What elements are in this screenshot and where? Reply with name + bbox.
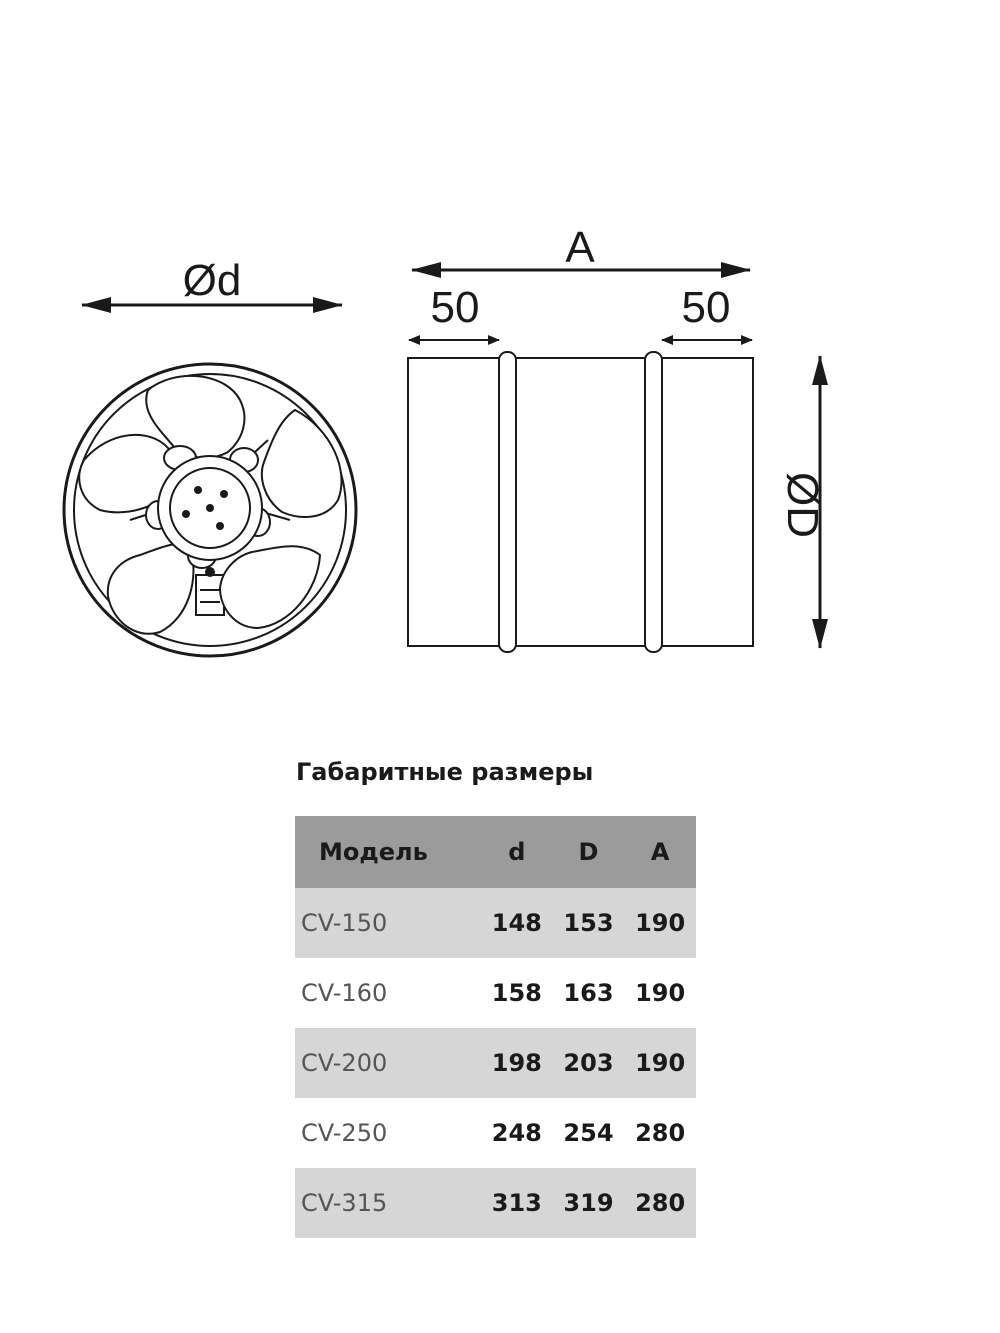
front-diameter-label: Ød bbox=[183, 256, 242, 305]
table-row: CV-250 248 254 280 bbox=[295, 1098, 696, 1168]
duct-diameter-label: ØD bbox=[778, 472, 827, 538]
fan-blade-top bbox=[145, 374, 246, 459]
header-D: D bbox=[552, 816, 625, 888]
duct-band-left bbox=[498, 351, 517, 653]
cell-d: 248 bbox=[491, 1119, 542, 1147]
table-row: CV-160 158 163 190 bbox=[295, 958, 696, 1028]
duct-body bbox=[407, 351, 754, 653]
cell-D: 153 bbox=[552, 888, 625, 958]
table-header-row: Модель d D A bbox=[295, 816, 696, 888]
cell-d: 158 bbox=[491, 979, 542, 1007]
cell-A: 190 bbox=[624, 888, 696, 958]
dimensions-table: Модель d D A CV-150 148 153 190 CV-160 1… bbox=[295, 816, 696, 1238]
cell-A: 190 bbox=[635, 979, 686, 1007]
hub-bolts bbox=[182, 486, 228, 577]
fan-outer-ring bbox=[62, 362, 358, 658]
cell-d: 198 bbox=[481, 1028, 553, 1098]
right-offset-label: 50 bbox=[682, 283, 731, 332]
cell-model: CV-160 bbox=[301, 979, 388, 1007]
cell-model: CV-150 bbox=[295, 888, 481, 958]
cell-D: 203 bbox=[552, 1028, 625, 1098]
header-model: Модель bbox=[295, 816, 481, 888]
fan-inner-ring bbox=[73, 373, 347, 647]
table-title: Габаритные размеры bbox=[296, 758, 594, 786]
cell-model: CV-200 bbox=[295, 1028, 481, 1098]
length-label: A bbox=[565, 223, 595, 272]
header-A: A bbox=[624, 816, 696, 888]
cell-d: 148 bbox=[481, 888, 553, 958]
cell-A: 280 bbox=[635, 1119, 686, 1147]
left-offset-label: 50 bbox=[431, 283, 480, 332]
cell-model: CV-250 bbox=[301, 1119, 388, 1147]
cell-A: 190 bbox=[624, 1028, 696, 1098]
fan-blade-bottom-left bbox=[106, 542, 195, 635]
side-view: A 50 50 ØD bbox=[407, 223, 828, 653]
front-view: Ød bbox=[62, 256, 358, 658]
cell-model: CV-315 bbox=[295, 1168, 481, 1238]
table-row: CV-150 148 153 190 bbox=[295, 888, 696, 958]
cell-A: 280 bbox=[624, 1168, 696, 1238]
cell-D: 254 bbox=[563, 1119, 614, 1147]
cell-d: 313 bbox=[481, 1168, 553, 1238]
cell-D: 163 bbox=[563, 979, 614, 1007]
table-row: CV-315 313 319 280 bbox=[295, 1168, 696, 1238]
fan-blades bbox=[78, 374, 343, 635]
technical-drawing: Ød bbox=[62, 223, 828, 658]
cell-D: 319 bbox=[552, 1168, 625, 1238]
header-d: d bbox=[481, 816, 553, 888]
table-row: CV-200 198 203 190 bbox=[295, 1028, 696, 1098]
fan-blade-right bbox=[260, 408, 343, 518]
fan-blade-bottom-right bbox=[218, 545, 322, 630]
duct-band-right bbox=[644, 351, 663, 653]
